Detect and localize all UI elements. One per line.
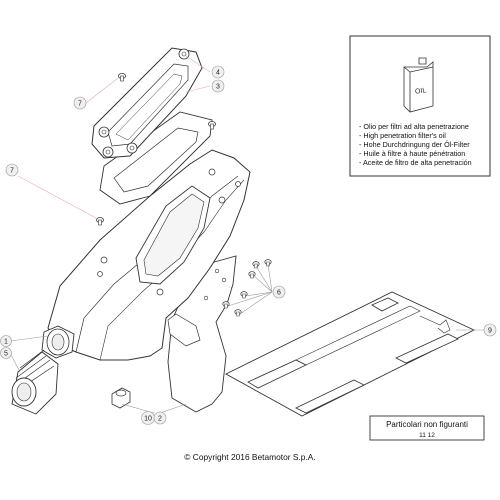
callout-6: 6: [272, 285, 286, 299]
oil-desc-line-1: - Olio per filtri ad alta penetrazione: [359, 122, 469, 131]
filter-frame-part-3: [99, 111, 213, 205]
callout-3: 3: [211, 79, 225, 93]
oil-can-label: OIL: [415, 87, 427, 96]
copyright-notice: © Copyright 2016 Betamotor S.p.A.: [184, 452, 316, 462]
callout-4: 4: [211, 65, 225, 79]
callout-2: 2: [153, 411, 167, 425]
callout-1: 1: [0, 335, 12, 347]
oil-desc-line-4: - Huile à filtre à haute pénétration: [359, 149, 465, 158]
intake-boot-part-5: [11, 349, 59, 415]
callout-7-left: 7: [5, 163, 19, 177]
not-shown-parts-box: Particolari non figuranti 11 12: [369, 415, 485, 441]
callout-10: 10: [141, 411, 155, 425]
oil-desc-line-2: - High penetration filter's oil: [359, 131, 446, 140]
leader-lines: [9, 55, 484, 414]
oil-info-box: OIL - Olio per filtri ad alta penetrazio…: [349, 35, 491, 177]
svg-text:9: 9: [488, 328, 492, 335]
airbox-housing: [41, 149, 251, 361]
svg-text:10: 10: [144, 416, 152, 423]
callout-5: 5: [0, 347, 12, 359]
not-shown-items: 11 12: [419, 432, 435, 439]
callout-7-top: 7: [73, 96, 87, 110]
svg-text:4: 4: [216, 70, 220, 77]
svg-text:7: 7: [10, 168, 14, 175]
oil-desc-line-5: - Aceite de filtro de alta penetración: [359, 158, 472, 167]
svg-text:5: 5: [4, 351, 8, 358]
screw-right: [208, 121, 216, 130]
screw-left-mid: [96, 216, 104, 226]
callout-9: 9: [483, 323, 497, 337]
svg-text:2: 2: [158, 416, 162, 423]
svg-text:1: 1: [4, 339, 8, 346]
clip-part-10: [111, 387, 131, 409]
screw-top-left: [118, 73, 126, 82]
filter-cover-part-4: [91, 47, 203, 159]
oil-can-icon: OIL: [403, 57, 434, 113]
filter-sheet-part-9: [225, 291, 476, 417]
not-shown-title: Particolari non figuranti: [386, 420, 468, 429]
svg-text:7: 7: [78, 101, 82, 108]
oil-desc-line-3: - Hohe Durchdringung der Öl-Filter: [359, 140, 470, 149]
svg-text:6: 6: [277, 290, 281, 297]
svg-text:3: 3: [216, 84, 220, 91]
